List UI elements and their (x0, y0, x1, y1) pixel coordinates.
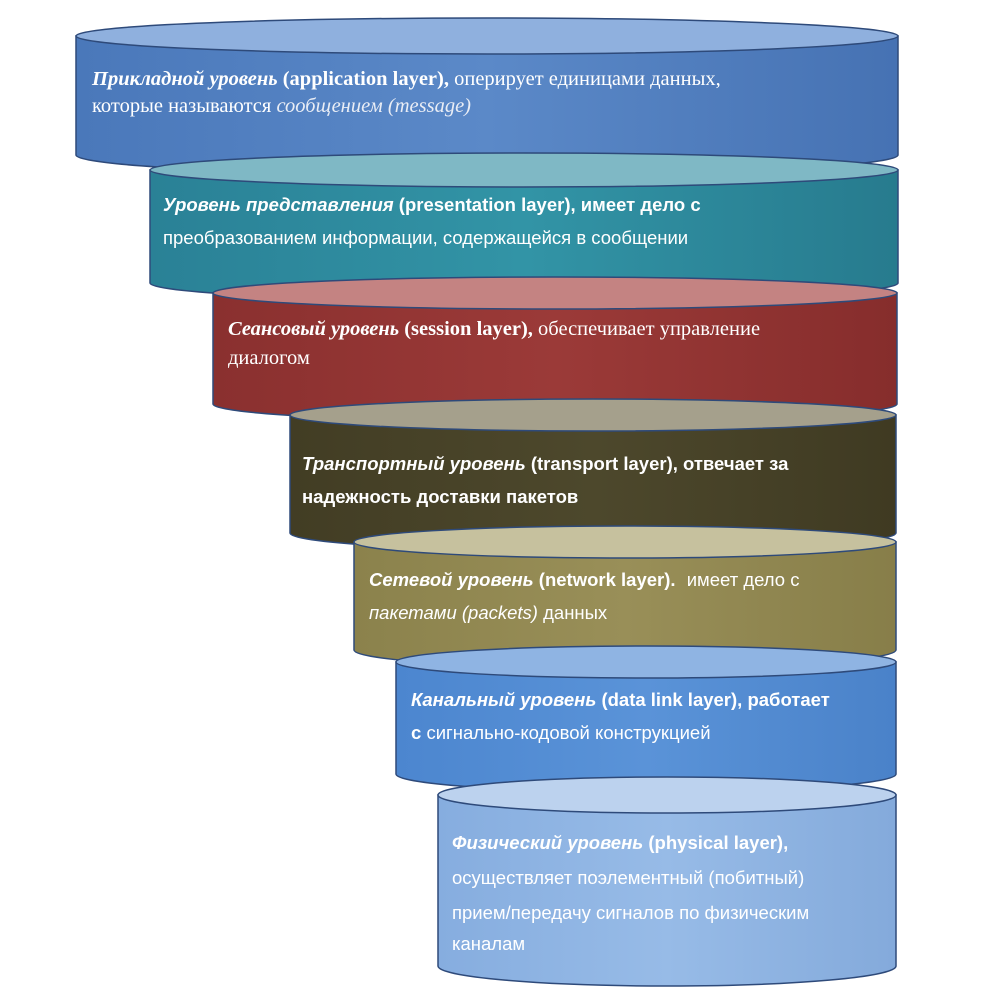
layer-text-application: Прикладной уровень (application layer), … (92, 63, 721, 123)
layer-desc-session-2: диалогом (228, 347, 310, 369)
layer-en-presentation: (presentation layer), имеет дело с (398, 194, 701, 215)
layer-text-presentation: Уровень представления (presentation laye… (163, 188, 701, 254)
layer-lead-datalink: с (411, 722, 422, 743)
cylinder-presentation (149, 152, 899, 302)
cylinder-application (75, 17, 899, 176)
layer-desc-network-2: данных (543, 602, 608, 623)
layer-text-session: Сеансовый уровень (session layer), обесп… (228, 313, 760, 375)
layer-name-physical: Физический уровень (452, 832, 644, 853)
layer-desc-presentation: преобразованием информации, содержащейся… (163, 227, 689, 248)
layer-en-network: (network layer). (538, 569, 676, 590)
layer-text-transport: Транспортный уровень (transport layer), … (302, 447, 788, 513)
layer-name-transport: Транспортный уровень (302, 453, 526, 474)
layer-desc-physical-1: осуществляет поэлементный (побитный) (452, 867, 805, 888)
layer-desc-session-1: обеспечивает управление (538, 318, 761, 340)
layer-name-presentation: Уровень представления (163, 194, 394, 215)
layer-term-network: пакетами (packets) (369, 602, 538, 623)
layer-en-application: (application layer), (282, 68, 449, 90)
layer-desc-application-1: оперирует единицами данных, (454, 68, 721, 90)
layer-text-physical: Физический уровень (physical layer), осу… (452, 826, 809, 960)
layer-term-application: сообщением (message) (276, 95, 471, 117)
layer-en-physical: (physical layer), (648, 832, 789, 853)
layer-desc-network-1: имеет дело с (686, 569, 800, 590)
layer-desc-physical-2: прием/передачу сигналов по физическим (452, 902, 810, 923)
cylinder-physical (437, 776, 897, 987)
layer-desc-transport: надежность доставки пакетов (302, 486, 579, 507)
layer-text-network: Сетевой уровень (network layer). имеет д… (369, 563, 799, 629)
layer-desc-application-2: которые называются (92, 95, 272, 117)
layer-name-network: Сетевой уровень (369, 569, 534, 590)
layer-name-application: Прикладной уровень (92, 68, 278, 90)
cylinder-transport (289, 398, 897, 552)
layer-name-datalink: Канальный уровень (411, 689, 597, 710)
layer-en-transport: (transport layer), отвечает за (530, 453, 789, 474)
layer-en-session: (session layer), (404, 318, 533, 340)
layer-desc-datalink: сигнально-кодовой конструкцией (426, 722, 711, 743)
layer-desc-physical-3: каналам (452, 933, 526, 954)
cylinder-network (353, 525, 897, 669)
layer-name-session: Сеансовый уровень (228, 318, 400, 340)
layer-en-datalink: (data link layer), работает (601, 689, 830, 710)
layer-text-datalink: Канальный уровень (data link layer), раб… (411, 683, 830, 749)
